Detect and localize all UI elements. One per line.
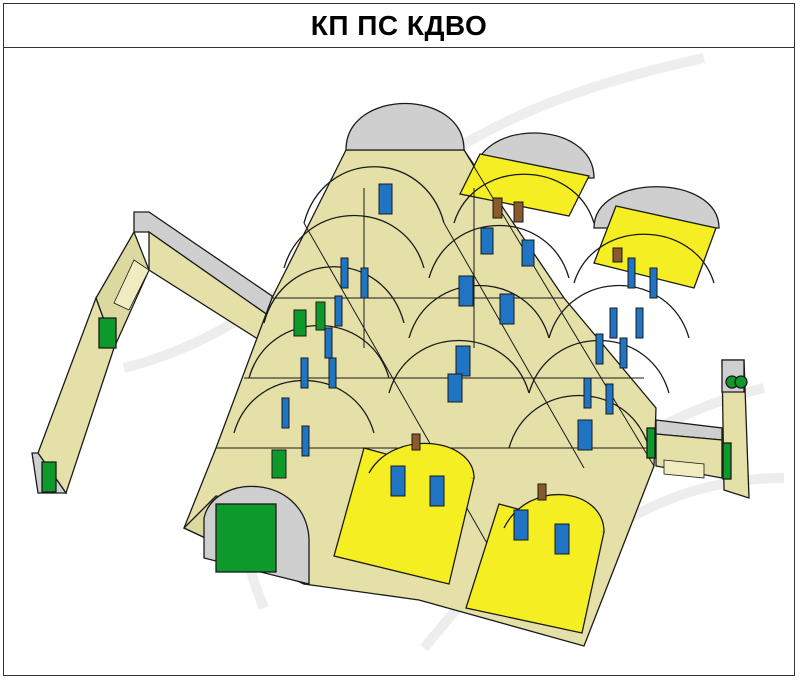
corridor-gate <box>98 317 117 349</box>
main-complex <box>182 102 720 647</box>
left-gate <box>41 461 57 493</box>
interior-gates <box>271 301 326 479</box>
title-bar: КП ПС КДВО <box>4 4 794 48</box>
left-entrance-corridor <box>31 211 273 495</box>
page-title: КП ПС КДВО <box>310 9 488 41</box>
right-exit-corridor <box>646 359 750 499</box>
doors <box>281 183 658 555</box>
main-gate <box>215 503 277 573</box>
hatches <box>411 197 623 501</box>
bunker-scheme <box>31 53 785 652</box>
diagram-frame: КП ПС КДВО <box>3 3 795 676</box>
